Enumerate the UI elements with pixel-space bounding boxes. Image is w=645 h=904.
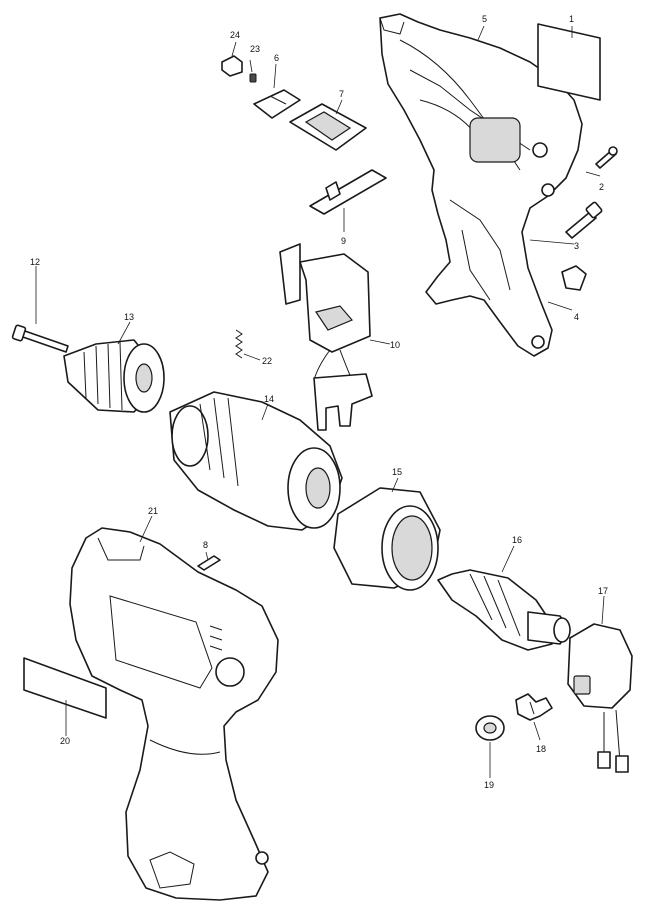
label-part-23: 23 — [250, 44, 260, 54]
magnet-cylinder-15 — [333, 487, 441, 591]
screw-12 — [11, 324, 69, 353]
label-part-5: 5 — [482, 14, 487, 24]
label-part-15: 15 — [392, 467, 402, 477]
label-part-2: 2 — [599, 182, 604, 192]
label-part-8: 8 — [203, 540, 208, 550]
label-part-16: 16 — [512, 535, 522, 545]
switch-10 — [279, 243, 373, 431]
drill-chuck-13 — [63, 339, 165, 413]
label-part-24: 24 — [230, 30, 240, 40]
reversing-lever-9 — [309, 169, 387, 215]
label-part-17: 17 — [598, 586, 608, 596]
brush-holder-17 — [567, 623, 633, 773]
nameplate-20 — [23, 657, 107, 719]
cap-24 — [221, 55, 243, 77]
label-part-12: 12 — [30, 257, 40, 267]
label-part-20: 20 — [60, 736, 70, 746]
label-part-6: 6 — [274, 53, 279, 63]
gear-assembly-14 — [169, 391, 343, 531]
leader-lines — [35, 25, 605, 778]
carbon-brush-18 — [515, 693, 553, 721]
armature-16 — [437, 569, 571, 651]
clip-4 — [561, 265, 587, 291]
label-part-13: 13 — [124, 312, 134, 322]
label-part-4: 4 — [574, 312, 579, 322]
label-part-22: 22 — [262, 356, 272, 366]
label-plate-1 — [537, 23, 601, 101]
housing-half-right — [379, 13, 583, 357]
spring-23 — [249, 73, 257, 83]
label-part-14: 14 — [264, 394, 274, 404]
label-part-21: 21 — [148, 506, 158, 516]
brush-cap-19 — [475, 715, 505, 741]
label-part-9: 9 — [341, 236, 346, 246]
label-part-19: 19 — [484, 780, 494, 790]
slider-plate-6 — [253, 89, 301, 119]
label-part-7: 7 — [339, 89, 344, 99]
label-part-10: 10 — [390, 340, 400, 350]
label-part-1: 1 — [569, 14, 574, 24]
bolt-3 — [565, 201, 603, 239]
label-part-3: 3 — [574, 241, 579, 251]
spring-22 — [235, 329, 243, 359]
housing-half-left — [69, 527, 279, 901]
pin-8 — [197, 555, 221, 571]
label-part-18: 18 — [536, 744, 546, 754]
switch-cover-7 — [289, 103, 367, 151]
screw-2 — [595, 146, 618, 169]
part-labels: 1 2 3 4 5 6 7 8 9 10 12 13 14 15 16 17 1… — [30, 14, 608, 790]
